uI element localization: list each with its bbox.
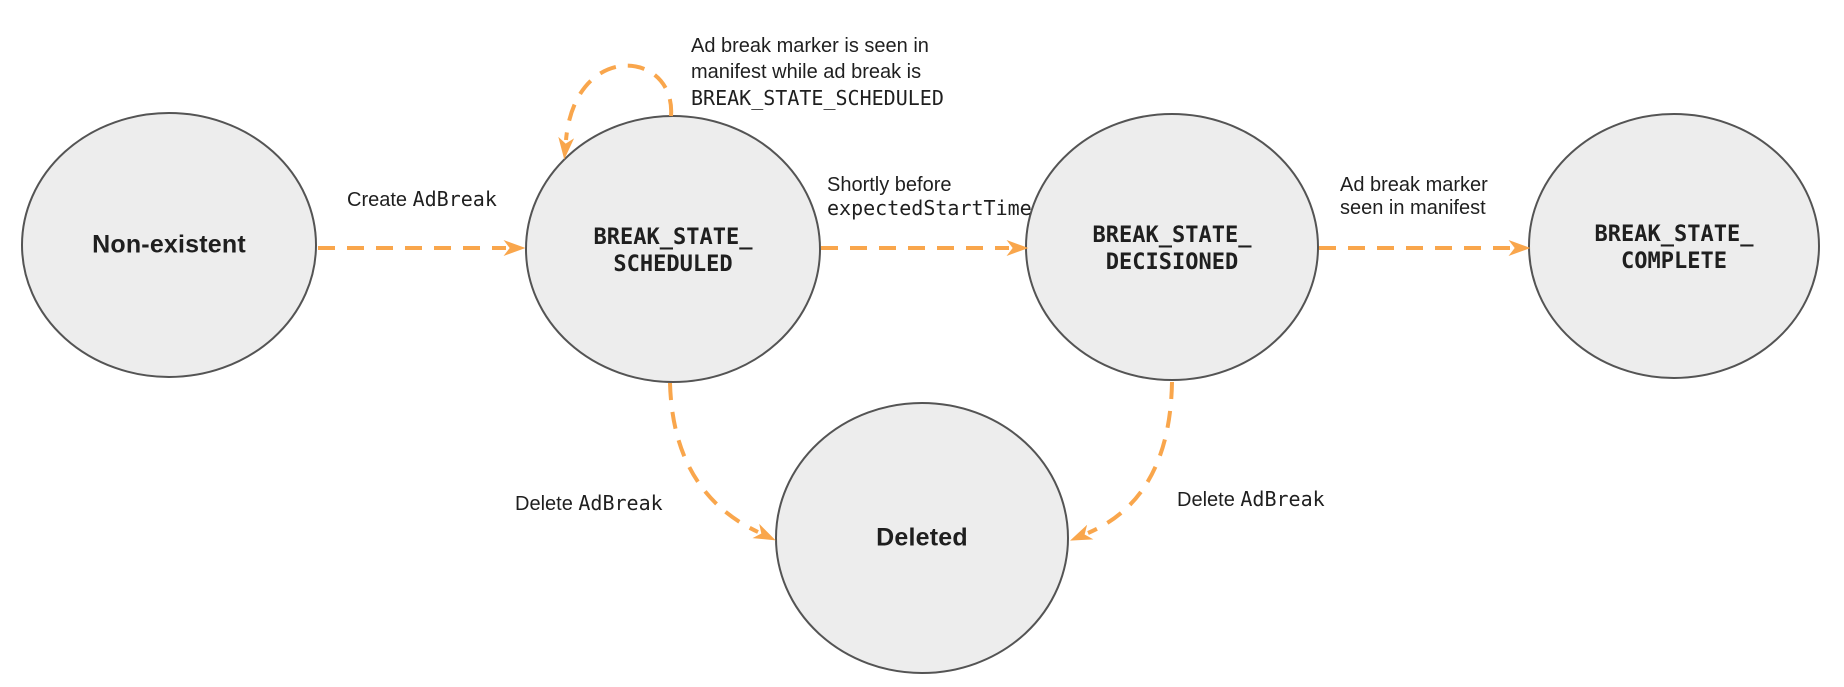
edge-label-text: Delete bbox=[515, 493, 579, 515]
state-label-line: BREAK_STATE_ bbox=[593, 225, 753, 250]
edge-label-text: seen in manifest bbox=[1340, 197, 1486, 219]
edge-label-code: BREAK_STATE_SCHEDULED bbox=[691, 86, 944, 110]
state-label-deleted: Deleted bbox=[876, 524, 968, 553]
transition-edge-decisioned-to-deleted bbox=[1070, 381, 1174, 541]
edge-label-text: Create bbox=[347, 189, 413, 211]
edge-label-scheduled-to-decisioned: Shortly before expectedStartTime bbox=[827, 174, 1032, 220]
edge-label-text: manifest while ad break is bbox=[691, 61, 922, 83]
state-label-text: Non-existent bbox=[92, 230, 246, 259]
edge-label-code: AdBreak bbox=[412, 187, 497, 211]
state-label-break-state-complete: BREAK_STATE_ COMPLETE bbox=[1595, 221, 1754, 275]
transition-edge-scheduled-to-deleted bbox=[668, 382, 776, 541]
state-label-text: Deleted bbox=[876, 523, 968, 552]
edge-label-code: expectedStartTime bbox=[827, 196, 1032, 220]
state-label-line: DECISIONED bbox=[1105, 250, 1239, 275]
edge-label-scheduled-to-deleted: Delete AdBreak bbox=[515, 490, 663, 517]
state-node-non-existent bbox=[21, 112, 317, 378]
transition-edge-self-loop-scheduled bbox=[558, 63, 674, 160]
edge-label-text: Shortly before bbox=[827, 174, 952, 196]
state-label-line: BREAK_STATE_ bbox=[1092, 223, 1252, 248]
state-label-non-existent: Non-existent bbox=[92, 231, 246, 260]
state-label-line: BREAK_STATE_ bbox=[1594, 222, 1754, 247]
state-node-deleted bbox=[775, 402, 1069, 674]
edge-label-code: AdBreak bbox=[1240, 487, 1325, 511]
state-label-line: COMPLETE bbox=[1621, 249, 1727, 274]
state-label-break-state-scheduled: BREAK_STATE_ SCHEDULED bbox=[594, 224, 753, 278]
edge-label-text: Ad break marker bbox=[1340, 174, 1488, 196]
state-label-line: SCHEDULED bbox=[613, 252, 733, 277]
edge-label-self-loop-scheduled: Ad break marker is seen in manifest whil… bbox=[691, 33, 944, 111]
state-label-break-state-decisioned: BREAK_STATE_ DECISIONED bbox=[1093, 222, 1252, 276]
edge-label-code: AdBreak bbox=[578, 491, 663, 515]
edge-label-decisioned-to-complete: Ad break marker seen in manifest bbox=[1340, 174, 1488, 220]
edge-label-create-adbreak: Create AdBreak bbox=[347, 186, 497, 213]
edge-label-decisioned-to-deleted: Delete AdBreak bbox=[1177, 486, 1325, 513]
edge-label-text: Delete bbox=[1177, 489, 1241, 511]
edge-label-text: Ad break marker is seen in bbox=[691, 35, 929, 57]
